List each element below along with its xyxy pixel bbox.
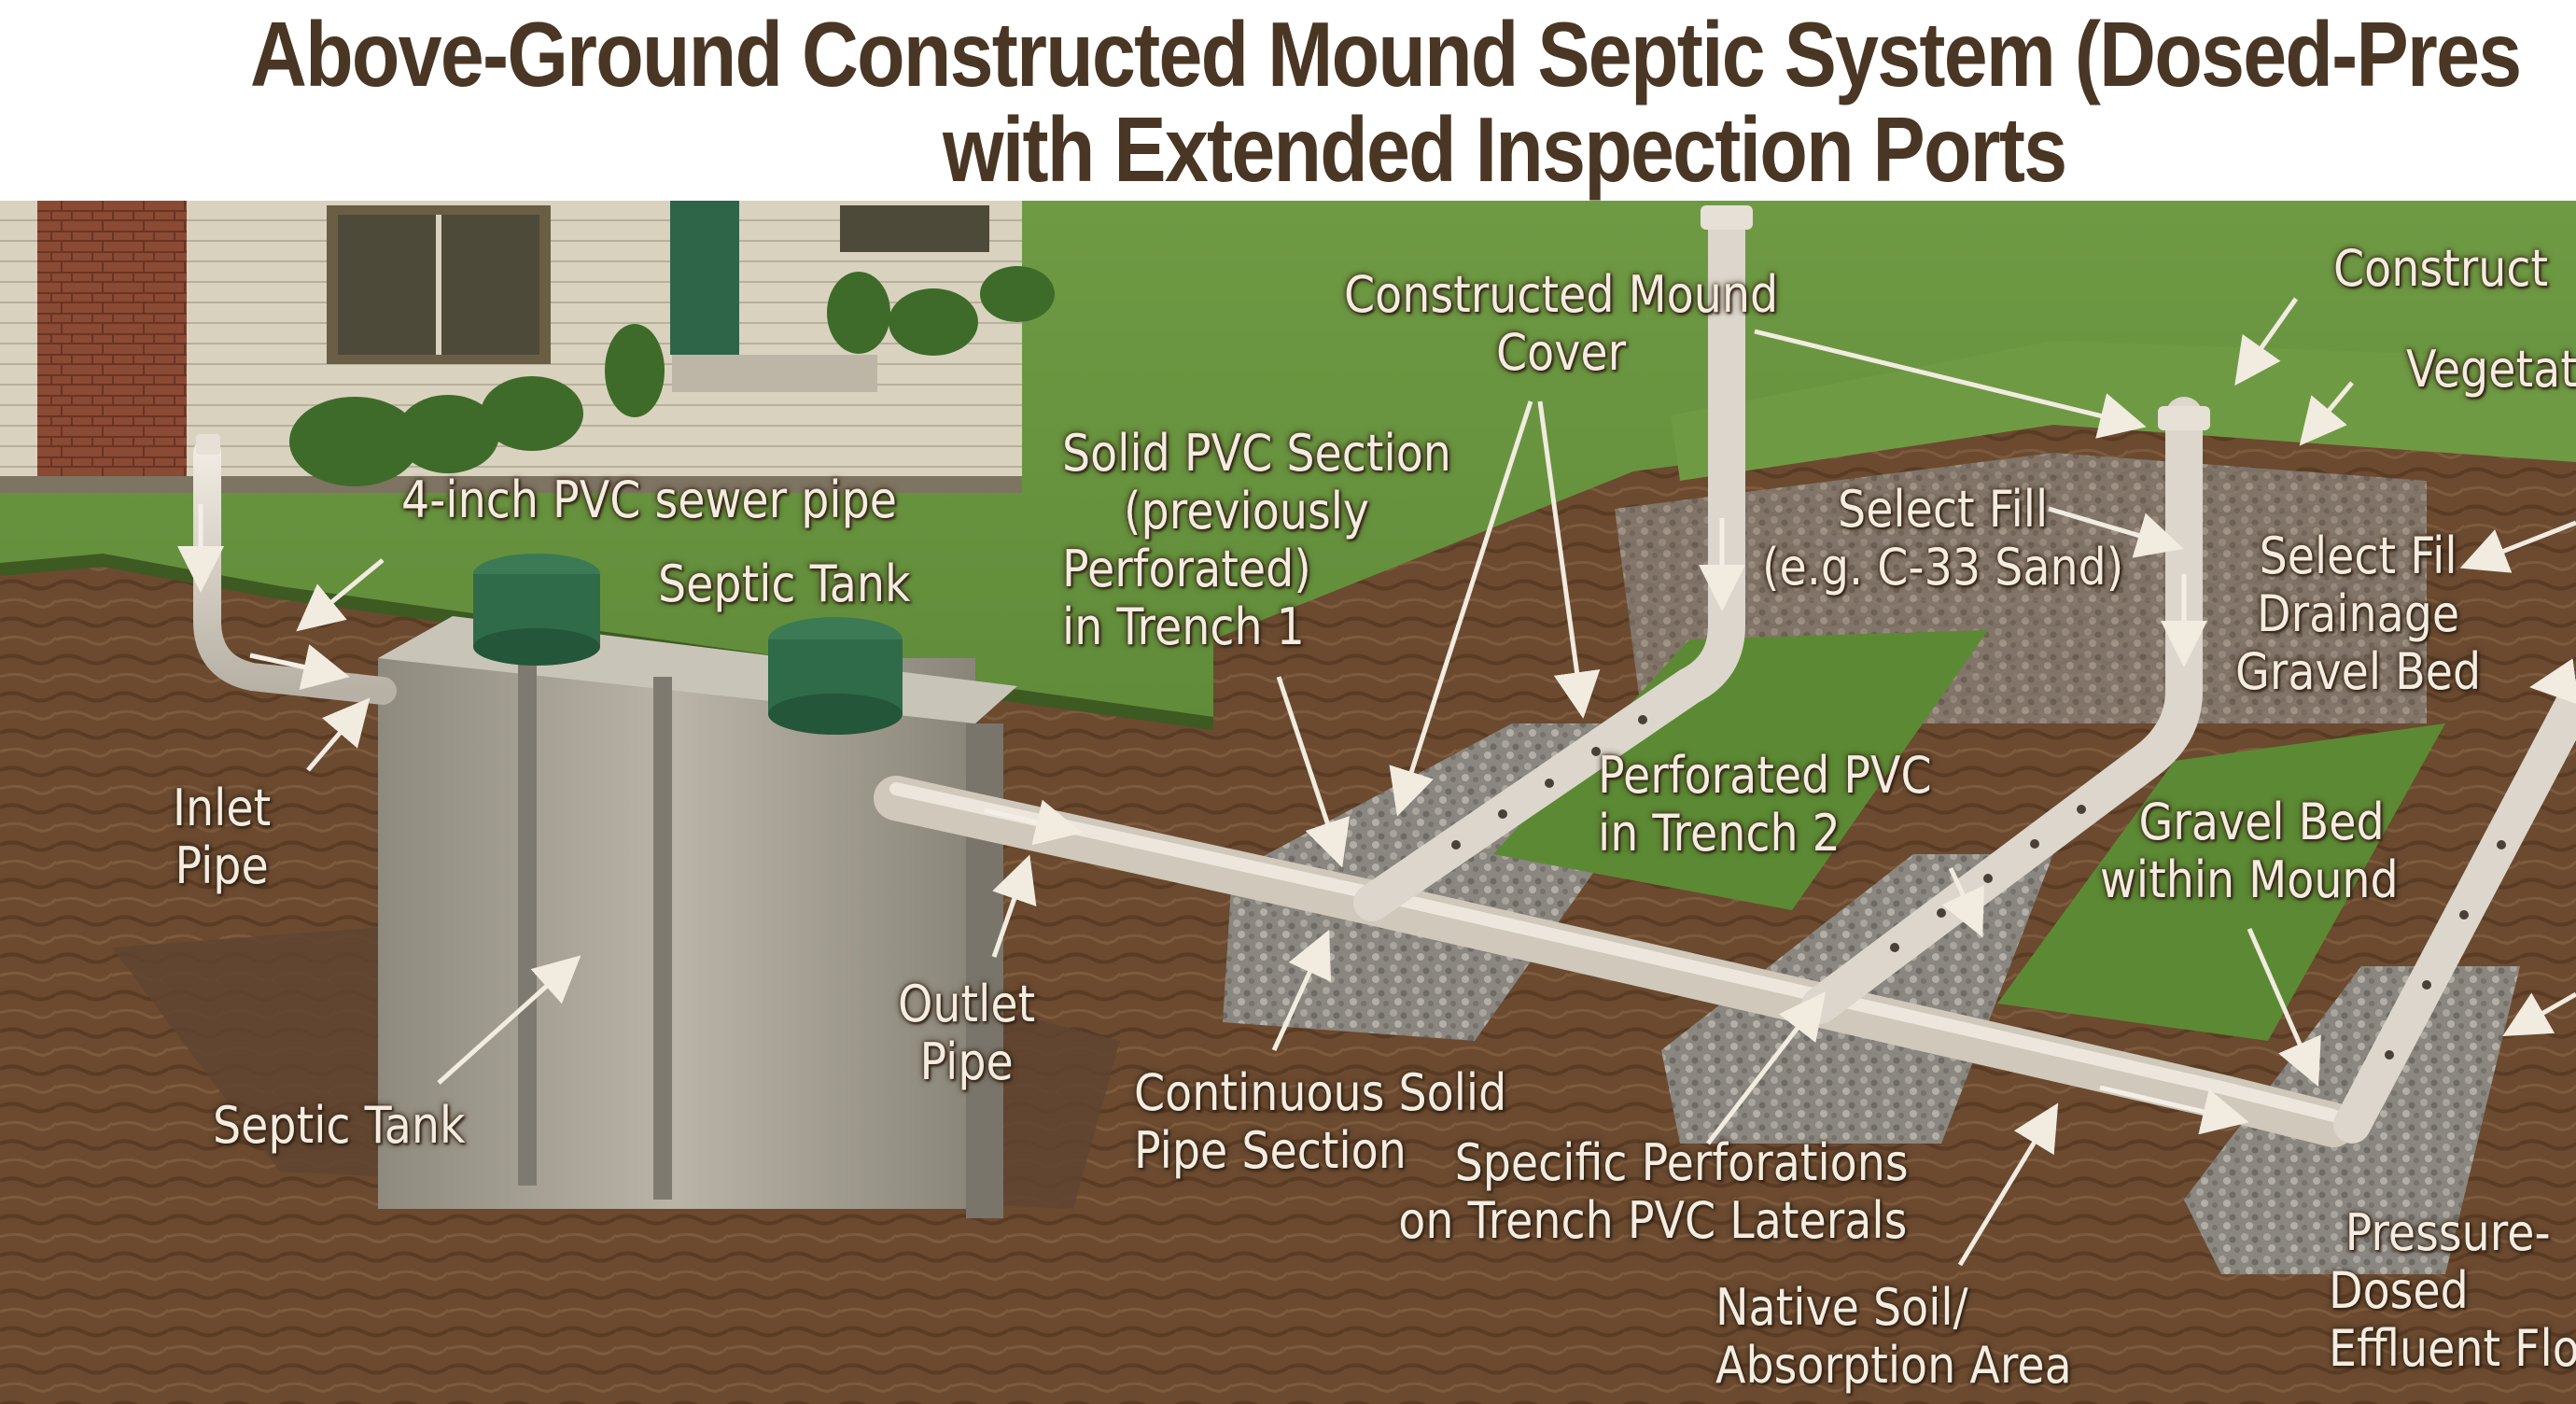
label-solid-pvc-section: Solid PVC Section (previously Perforated… xyxy=(1062,424,1451,656)
label-gravel-bed-within-mound: Gravel Bed within Mound xyxy=(2100,793,2399,909)
mound-grass-1 xyxy=(1493,630,1988,910)
label-septic-tank-bottom: Septic Tank xyxy=(213,1096,466,1155)
label-right-vegetat: Vegetat xyxy=(2406,340,2576,399)
title-line-1: Above-Ground Constructed Mound Septic Sy… xyxy=(250,3,2522,105)
label-select-fill: Select Fill (e.g. C-33 Sand) xyxy=(1762,480,2124,597)
label-pvc-sewer-pipe: 4-inch PVC sewer pipe xyxy=(401,470,898,529)
label-perforated-pvc: Perforated PVC in Trench 2 xyxy=(1598,746,1932,863)
label-right-pressure-dosed: Pressure- Dosed Effluent Flo xyxy=(2329,1203,2576,1378)
header: Above-Ground Constructed Mound Septic Sy… xyxy=(0,0,2576,201)
scene: 4-inch PVC sewer pipe Septic Tank Inlet … xyxy=(0,201,2576,1404)
flow-arrows xyxy=(177,504,2249,1135)
label-inlet-pipe: Inlet Pipe xyxy=(173,779,272,895)
septic-tank xyxy=(378,554,1017,1218)
pipe-perforations xyxy=(1451,715,2506,1060)
label-right-construct: Construct xyxy=(2333,239,2549,298)
mound-grass-2 xyxy=(1997,723,2445,1041)
label-constructed-mound-cover: Constructed Mound Cover xyxy=(1344,265,1779,382)
label-specific-perforations: Specific Perforations on Trench PVC Late… xyxy=(1398,1133,1909,1250)
label-septic-tank-top: Septic Tank xyxy=(658,555,911,613)
label-outlet-pipe: Outlet Pipe xyxy=(898,975,1036,1091)
shrubs xyxy=(289,266,1055,486)
inspection-port-caps xyxy=(196,205,2210,455)
label-continuous-solid-pipe: Continuous Solid Pipe Section xyxy=(1134,1063,1507,1180)
title-line-2: with Extended Inspection Ports xyxy=(943,98,2067,201)
label-native-soil: Native Soil/ Absorption Area xyxy=(1715,1278,2072,1395)
cutaway-illustration xyxy=(0,201,2576,1404)
label-right-select-fill: Select Fil Drainage Gravel Bed xyxy=(2235,526,2482,701)
callout-arrows xyxy=(296,297,2576,1267)
